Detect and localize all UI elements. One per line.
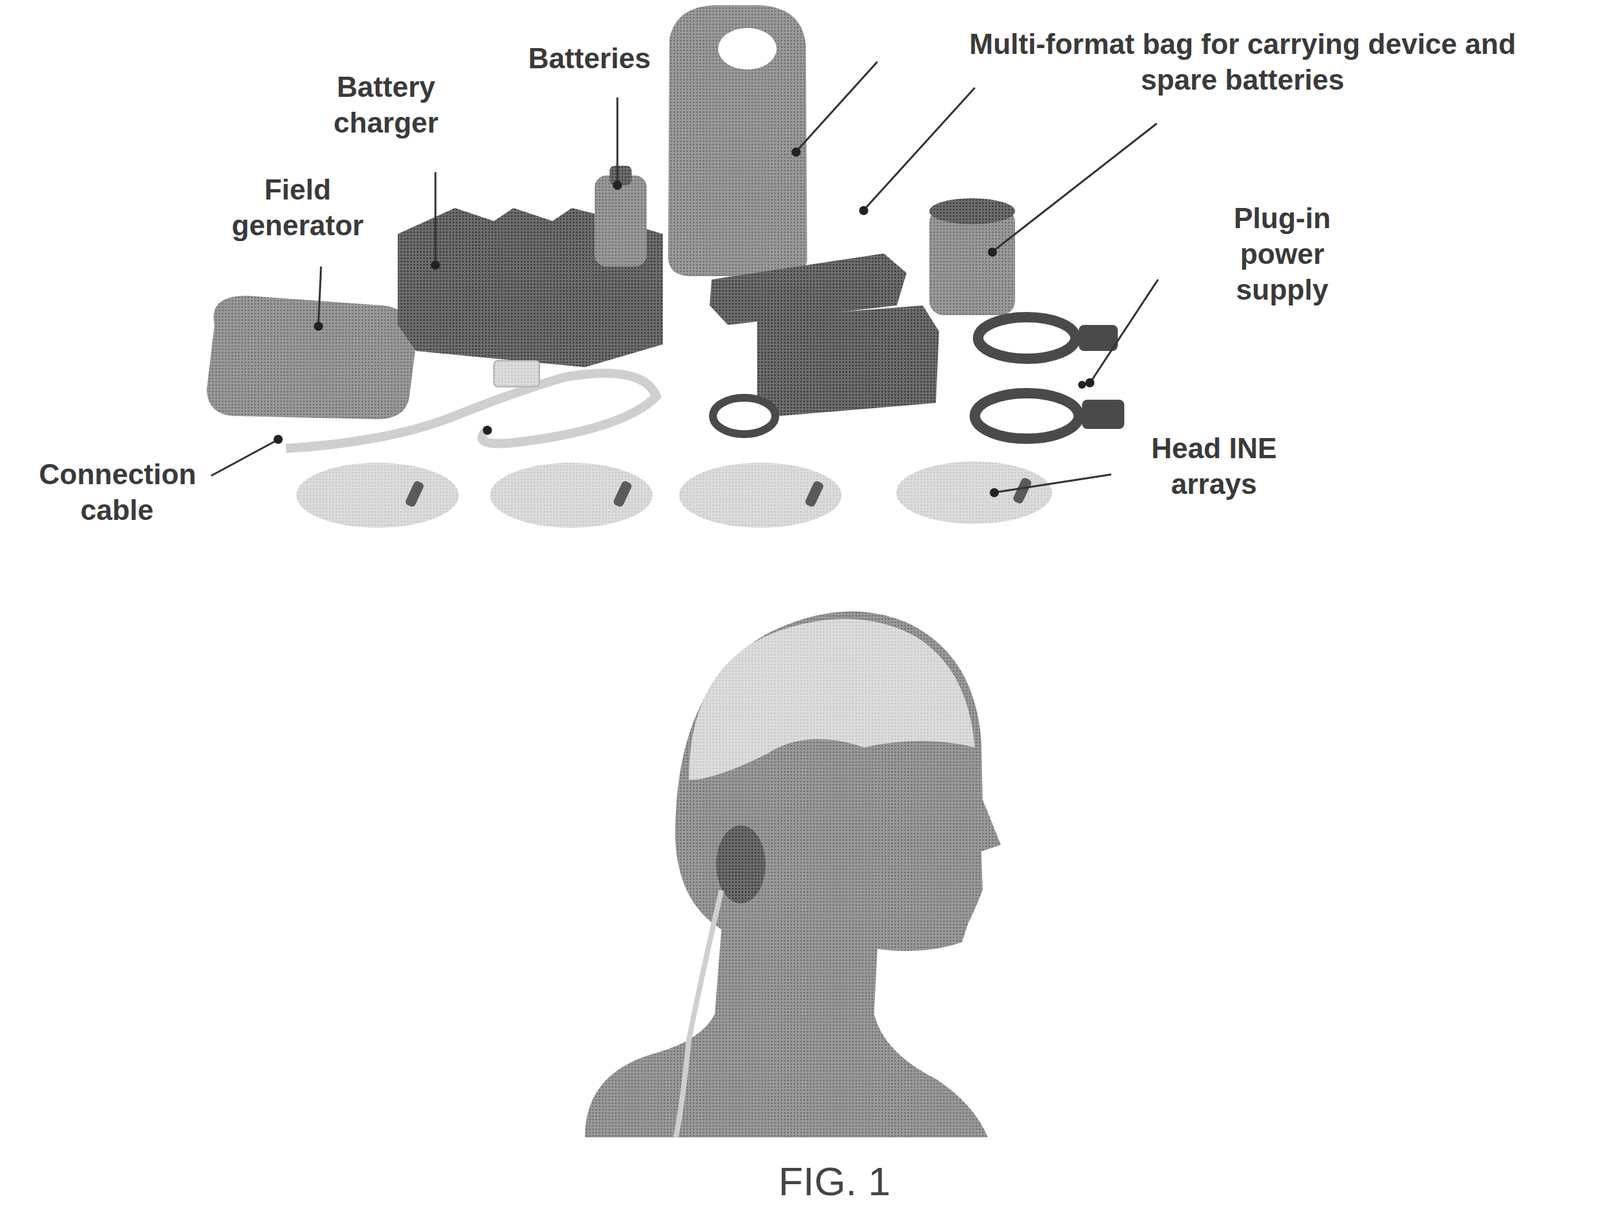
part-label: Head INE arrays <box>1142 430 1286 502</box>
leader-lines <box>211 61 1159 492</box>
power-cord-coil <box>974 393 1079 439</box>
carry-bag <box>668 5 808 277</box>
patient-head <box>584 611 1001 1138</box>
part-label: Field generator <box>229 171 366 244</box>
connection-cable <box>285 373 657 449</box>
figure-caption: FIG. 1 <box>778 1158 891 1205</box>
part-label: Batteries <box>528 40 651 77</box>
device-box <box>757 305 940 416</box>
cable-connector <box>493 360 540 387</box>
power-cord-coil <box>978 317 1076 359</box>
part-label: Plug-in power supply <box>1197 200 1368 308</box>
field-generator <box>206 295 416 420</box>
bag-top <box>929 198 1016 225</box>
cable-coil <box>712 397 776 435</box>
power-plug <box>1078 324 1118 351</box>
part-label: Battery charger <box>327 68 445 141</box>
part-label: Multi-format bag for carrying device and… <box>930 25 1555 98</box>
bag-handle <box>718 27 777 70</box>
power-plug <box>1082 399 1125 429</box>
ine-arrays <box>296 461 1053 528</box>
leader-dots <box>273 147 1095 498</box>
part-label: Connection cable <box>38 456 195 528</box>
battery <box>594 175 647 267</box>
